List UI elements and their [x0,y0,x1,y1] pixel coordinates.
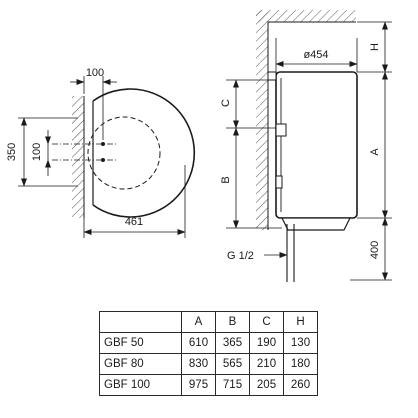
table-header-row: A B C H [99,311,318,333]
bracket-height-dim-label: 350 [6,143,18,161]
diameter-dim-label: ø454 [303,49,328,61]
table-cell: 180 [283,353,318,375]
side-view-ceiling-hatch [256,10,356,22]
dim-A-label: A [369,148,381,156]
top-view-bracket-hole-lower [101,158,105,162]
table-header-A: A [181,311,216,333]
table-cell: 260 [283,374,318,396]
table-row: GBF 80 830 565 210 180 [99,353,318,375]
side-view-wall-hatch [256,10,268,230]
dimension-table: A B C H GBF 50 610 365 190 130 GBF 80 83… [99,311,318,396]
dim-C-label: C [220,99,232,107]
table-header-B: B [215,311,250,333]
top-view-tank-outline [92,88,196,218]
clearance-dim-label: 400 [369,241,381,259]
table-cell: 365 [215,332,250,354]
table-header-H: H [283,311,318,333]
table-header-C: C [249,311,284,333]
dim-B-label: B [220,176,232,183]
side-view-bracket-top [267,71,277,81]
table-cell: 190 [249,332,284,354]
table-corner-cell [99,311,182,333]
table-model-cell: GBF 100 [99,374,182,396]
side-view-bottom-cover [281,217,351,231]
table-model-cell: GBF 50 [99,332,182,354]
side-view-bracket-middle [275,123,287,137]
table-cell: 130 [283,332,318,354]
pipe-thread-label: G 1/2 [227,250,254,262]
table-cell: 830 [181,353,216,375]
table-model-cell: GBF 80 [99,353,182,375]
table-cell: 205 [249,374,284,396]
table-cell: 715 [215,374,250,396]
top-view: 100 350 100 461 [6,67,196,238]
top-view-bracket-hole-upper [101,142,105,146]
side-view: ø454 H A 400 C B G 1/2 [220,10,392,282]
table-cell: 210 [249,353,284,375]
table-row: GBF 50 610 365 190 130 [99,332,318,354]
table-cell: 565 [215,353,250,375]
table-row: GBF 100 975 715 205 260 [99,374,318,396]
width-dim-label: 461 [125,216,143,228]
table-cell: 610 [181,332,216,354]
offset-dim-label: 100 [86,67,104,79]
bracket-spacing-dim-label: 100 [31,143,43,161]
side-view-bracket-lower [275,175,283,189]
dim-H-label: H [369,43,381,51]
top-view-wall-hatch [72,96,84,218]
side-view-tank-body [275,71,358,219]
table-cell: 975 [181,374,216,396]
top-view-inner-tank [87,116,161,190]
